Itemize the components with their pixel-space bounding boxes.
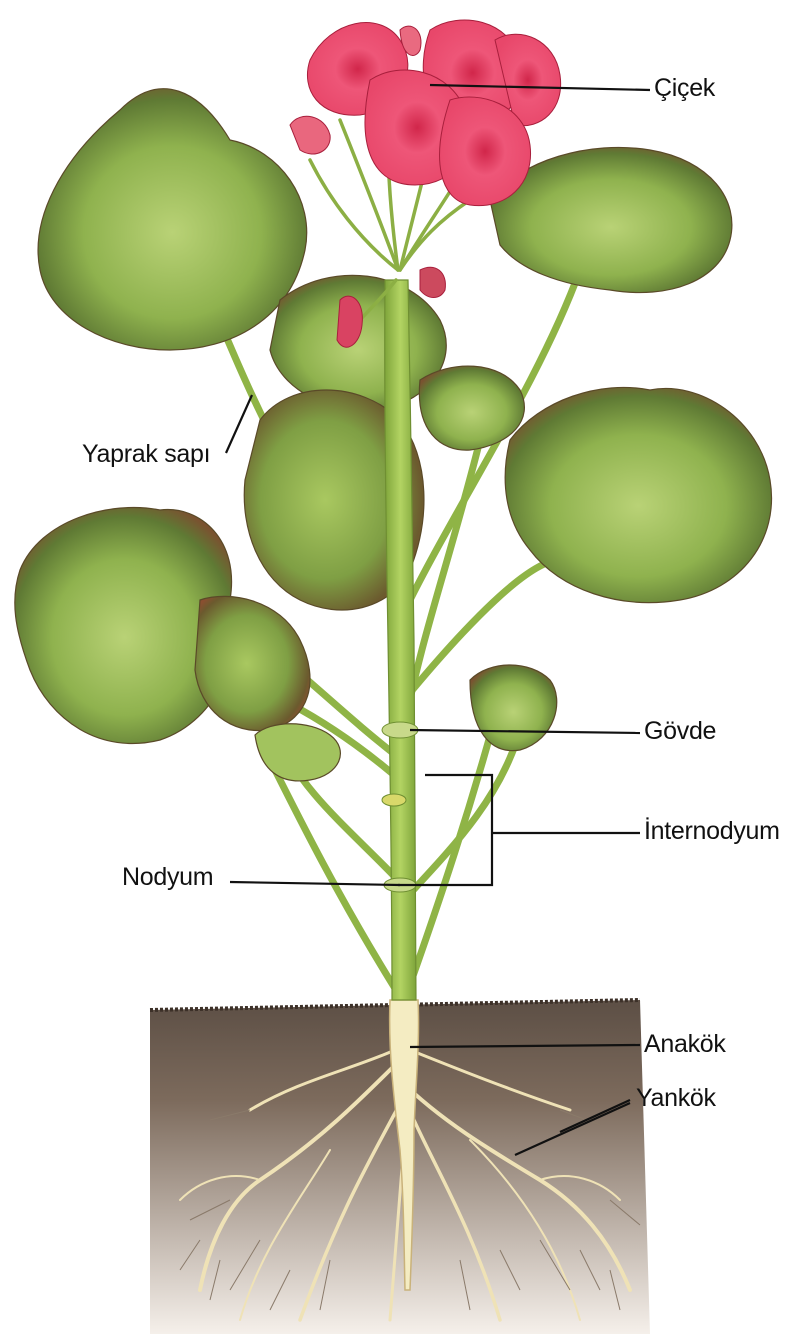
leaf-left-mid	[195, 596, 310, 730]
label-internodyum: İnternodyum	[644, 817, 780, 846]
yaprak-sapi-leader	[226, 395, 252, 453]
govde-leader	[410, 730, 640, 733]
label-yankok: Yankök	[636, 1084, 716, 1113]
leaf-small-bottom-left	[255, 724, 340, 781]
flower-bud-right	[420, 267, 445, 297]
label-cicek: Çiçek	[654, 74, 715, 103]
label-yaprak-sapi: Yaprak sapı	[82, 440, 210, 469]
leaf-mid-small	[419, 366, 524, 450]
label-nodyum: Nodyum	[122, 863, 213, 892]
nodyum-leader	[230, 882, 400, 885]
leaf-top-left	[38, 89, 307, 350]
label-anakok: Anakök	[644, 1030, 726, 1059]
leaf-right-large	[505, 387, 771, 602]
label-govde: Gövde	[644, 717, 716, 746]
flower-bud-left	[290, 116, 330, 154]
node-mid	[382, 794, 406, 806]
leaf-small-right	[470, 665, 557, 751]
